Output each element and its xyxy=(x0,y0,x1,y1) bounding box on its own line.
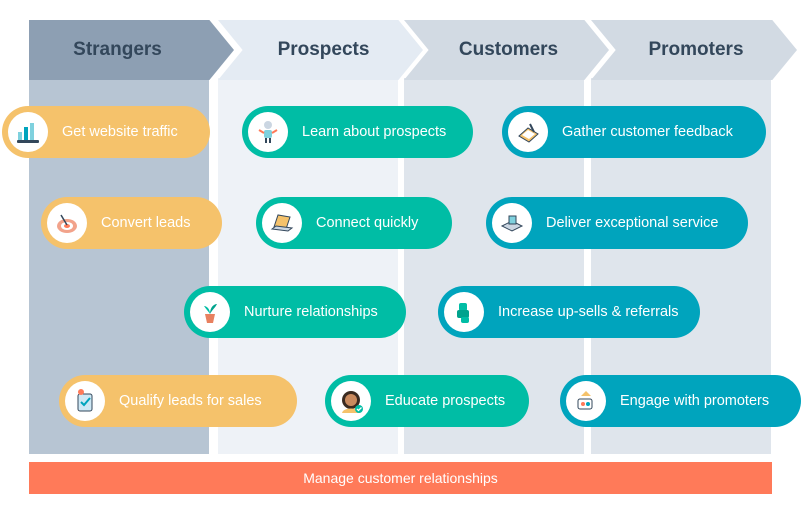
pill-label: Increase up-sells & referrals xyxy=(498,304,679,320)
pill-label: Nurture relationships xyxy=(244,304,378,320)
puzzle-icon xyxy=(444,292,484,332)
robot-icon xyxy=(248,112,288,152)
pill-label: Get website traffic xyxy=(62,124,178,140)
target-icon xyxy=(47,203,87,243)
pill-increase-up-sells-and-referrals: Increase up-sells & referrals xyxy=(438,286,700,338)
stage-prospects: Prospects xyxy=(218,20,423,80)
checklist-icon xyxy=(65,381,105,421)
pill-label: Convert leads xyxy=(101,215,191,231)
pill-label: Engage with promoters xyxy=(620,393,770,409)
stage-promoters: Promoters xyxy=(591,20,797,80)
pill-label: Gather customer feedback xyxy=(562,124,733,140)
person-icon xyxy=(331,381,371,421)
pill-learn-about-prospects: Learn about prospects xyxy=(242,106,473,158)
pill-convert-leads: Convert leads xyxy=(41,197,222,249)
stage-label: Customers xyxy=(458,39,559,60)
stage-label: Promoters xyxy=(648,39,744,60)
footer-label: Manage customer relationships xyxy=(303,470,498,486)
pill-nurture-relationships: Nurture relationships xyxy=(184,286,406,338)
pill-label: Deliver exceptional service xyxy=(546,215,719,231)
pill-label: Learn about prospects xyxy=(302,124,447,140)
pill-label: Qualify leads for sales xyxy=(119,393,262,409)
tray-icon xyxy=(492,203,532,243)
pill-engage-with-promoters: Engage with promoters xyxy=(560,375,801,427)
pill-get-website-traffic: Get website traffic xyxy=(2,106,210,158)
pill-deliver-exceptional-service: Deliver exceptional service xyxy=(486,197,748,249)
stage-label: Prospects xyxy=(277,39,370,60)
manage-customer-relationships-bar: Manage customer relationships xyxy=(29,462,772,494)
stage-label: Strangers xyxy=(73,39,162,60)
pill-label: Connect quickly xyxy=(316,215,419,231)
pill-label: Educate prospects xyxy=(385,393,506,409)
pill-gather-customer-feedback: Gather customer feedback xyxy=(502,106,766,158)
plant-icon xyxy=(190,292,230,332)
megaphone-icon xyxy=(566,381,606,421)
pill-educate-prospects: Educate prospects xyxy=(325,375,529,427)
stage-customers: Customers xyxy=(404,20,609,80)
pill-connect-quickly: Connect quickly xyxy=(256,197,452,249)
stage-strangers: Strangers xyxy=(29,20,234,80)
clipboard-icon xyxy=(508,112,548,152)
laptop-icon xyxy=(262,203,302,243)
pill-qualify-leads-for-sales: Qualify leads for sales xyxy=(59,375,297,427)
chart-icon xyxy=(8,112,48,152)
